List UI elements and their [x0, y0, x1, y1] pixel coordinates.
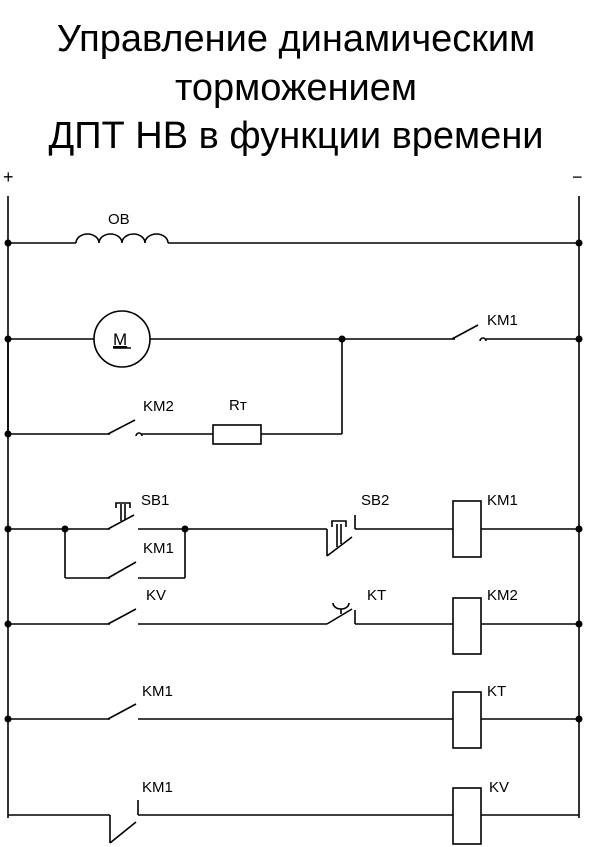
km1-nc-contact [109, 821, 137, 844]
label-km1-power: KM1 [487, 312, 518, 329]
kv-coil-branch [8, 787, 579, 845]
kt-timed-contact [326, 608, 353, 625]
title-line-2: торможением [175, 67, 417, 109]
minus-sign: − [572, 167, 583, 187]
kv-contact [107, 608, 137, 625]
label-km1-hold: KM1 [143, 540, 174, 557]
km1-kt-contact [107, 703, 137, 720]
label-km1-coil: KM1 [487, 492, 518, 509]
km2-power-contact [107, 419, 136, 435]
field-winding-coil [75, 233, 169, 244]
label-sb1: SB1 [141, 492, 169, 509]
braking-branch [4, 339, 343, 445]
motor-branch [4, 310, 583, 368]
sb2-button [326, 536, 353, 557]
title-line-1: Управление динамическим [57, 18, 536, 60]
km2-coil [452, 597, 482, 655]
label-km2-power: KM2 [143, 398, 174, 415]
braking-resistor [212, 424, 262, 445]
km1-coil [452, 500, 482, 558]
motor-label: M [113, 330, 127, 349]
km1-hold-contact [107, 561, 137, 579]
plus-sign: + [3, 167, 14, 187]
label-ov: ОВ [108, 211, 130, 228]
label-km1-nc: KM1 [142, 779, 173, 796]
label-km2-coil: KM2 [487, 587, 518, 604]
km2-coil-branch [4, 597, 583, 655]
km1-coil-branch [4, 500, 583, 579]
label-kt-coil: KT [487, 683, 506, 700]
title-line-3: ДПТ НВ в функции времени [48, 115, 543, 157]
label-kv-contact: KV [146, 587, 166, 604]
kt-coil-branch [4, 691, 583, 749]
km1-power-contact [451, 324, 479, 340]
field-winding-branch [4, 233, 583, 247]
label-rt: Rт [229, 397, 247, 414]
label-sb2: SB2 [361, 492, 389, 509]
label-kt-contact: KT [367, 587, 386, 604]
kv-coil [452, 787, 482, 845]
sb1-button [107, 514, 135, 530]
label-km1-kt: KM1 [142, 683, 173, 700]
kt-coil [452, 691, 482, 749]
label-kv-coil: KV [489, 779, 509, 796]
